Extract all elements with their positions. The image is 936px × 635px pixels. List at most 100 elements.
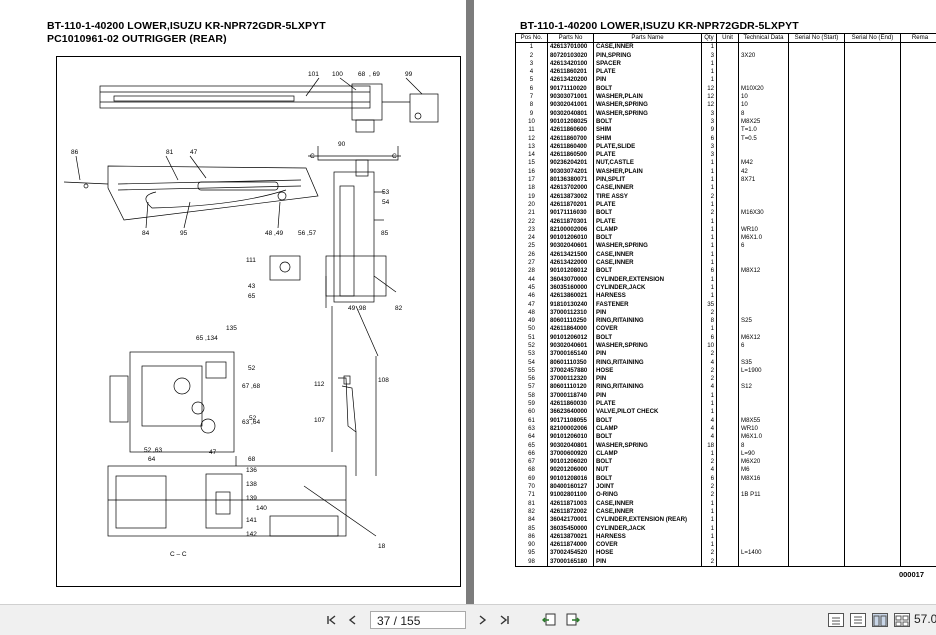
cell-parts-no: 37000600920 <box>548 450 594 458</box>
cell-pos-no: 55 <box>516 367 548 375</box>
cell-qty: 1 <box>702 516 717 524</box>
cell-technical-data: M8X12 <box>739 267 789 275</box>
cell-parts-no: 90171110020 <box>548 85 594 93</box>
cell-pos-no: 70 <box>516 483 548 491</box>
cell-remarks <box>901 101 936 109</box>
cell-serial-start <box>789 251 845 259</box>
cell-serial-end <box>845 301 901 309</box>
cell-remarks <box>901 350 936 358</box>
cell-parts-name: NUT <box>594 466 702 474</box>
cell-unit <box>717 350 739 358</box>
cell-qty: 2 <box>702 193 717 201</box>
cell-unit <box>717 126 739 134</box>
cell-serial-end <box>845 350 901 358</box>
cell-serial-end <box>845 184 901 192</box>
cell-parts-name: VALVE,PILOT CHECK <box>594 408 702 416</box>
cell-serial-start <box>789 458 845 466</box>
cell-unit <box>717 85 739 93</box>
cell-qty: 2 <box>702 350 717 358</box>
page-number-input[interactable]: 37 / 155 <box>370 611 466 629</box>
callout-52-63: 52 ,63 <box>144 447 162 454</box>
cell-unit <box>717 458 739 466</box>
cell-pos-no: 51 <box>516 334 548 342</box>
two-page-view-button[interactable] <box>872 613 888 627</box>
cell-unit <box>717 359 739 367</box>
cell-parts-no: 90101206010 <box>548 433 594 441</box>
cell-remarks <box>901 209 936 217</box>
previous-page-button[interactable] <box>345 612 361 628</box>
cell-serial-end <box>845 442 901 450</box>
go-back-view-button[interactable] <box>541 612 557 628</box>
cell-remarks <box>901 259 936 267</box>
cell-serial-end <box>845 68 901 76</box>
cell-serial-end <box>845 93 901 101</box>
cell-qty: 1 <box>702 184 717 192</box>
cell-unit <box>717 342 739 350</box>
cell-parts-name: PLATE <box>594 218 702 226</box>
callout-101: 101 <box>308 71 319 78</box>
single-page-view-button[interactable] <box>828 613 844 627</box>
cell-serial-start <box>789 60 845 68</box>
callout-54: 54 <box>382 199 390 206</box>
cell-serial-start <box>789 466 845 474</box>
cell-qty: 1 <box>702 541 717 549</box>
last-page-button[interactable] <box>497 612 513 628</box>
cell-serial-end <box>845 176 901 184</box>
cell-parts-name: CLAMP <box>594 425 702 433</box>
next-page-button[interactable] <box>474 612 490 628</box>
callout-112: 112 <box>314 381 325 388</box>
cell-technical-data <box>739 483 789 491</box>
cell-parts-no: 90171108055 <box>548 417 594 425</box>
cell-serial-end <box>845 43 901 52</box>
cell-parts-no: 37000112320 <box>548 375 594 383</box>
cell-unit <box>717 52 739 60</box>
cell-unit <box>717 218 739 226</box>
zoom-level[interactable]: 57.0 <box>914 612 936 626</box>
cell-technical-data: 8X71 <box>739 176 789 184</box>
previous-page-icon <box>347 614 359 626</box>
cell-serial-end <box>845 450 901 458</box>
cell-pos-no: 27 <box>516 259 548 267</box>
cell-technical-data <box>739 516 789 524</box>
callout-142: 142 <box>246 531 257 538</box>
cell-qty: 1 <box>702 408 717 416</box>
cell-remarks <box>901 242 936 250</box>
two-page-continuous-view-button[interactable] <box>894 613 910 627</box>
cell-serial-end <box>845 425 901 433</box>
cell-serial-end <box>845 458 901 466</box>
cell-technical-data: S35 <box>739 359 789 367</box>
cell-pos-no: 69 <box>516 475 548 483</box>
go-forward-view-button[interactable] <box>565 612 581 628</box>
callout-52-top: 52 <box>248 365 256 372</box>
cell-parts-no: 42613420200 <box>548 76 594 84</box>
cell-unit <box>717 417 739 425</box>
cell-technical-data: 8 <box>739 110 789 118</box>
cell-qty: 8 <box>702 317 717 325</box>
cell-pos-no: 8 <box>516 101 548 109</box>
cell-parts-no: 90101206012 <box>548 334 594 342</box>
cell-technical-data: L=1900 <box>739 367 789 375</box>
cell-qty: 18 <box>702 442 717 450</box>
cell-remarks <box>901 549 936 557</box>
cell-parts-no: 80400160127 <box>548 483 594 491</box>
cell-pos-no: 7 <box>516 93 548 101</box>
cell-pos-no: 14 <box>516 151 548 159</box>
first-page-button[interactable] <box>323 612 339 628</box>
continuous-view-button[interactable] <box>850 613 866 627</box>
cell-serial-start <box>789 359 845 367</box>
cell-remarks <box>901 450 936 458</box>
callout-49-98: 49 ,98 <box>348 305 366 312</box>
cell-pos-no: 48 <box>516 309 548 317</box>
cell-unit <box>717 209 739 217</box>
cell-serial-end <box>845 143 901 151</box>
cell-serial-start <box>789 301 845 309</box>
cell-remarks <box>901 151 936 159</box>
cell-pos-no: 24 <box>516 234 548 242</box>
cell-pos-no: 45 <box>516 284 548 292</box>
